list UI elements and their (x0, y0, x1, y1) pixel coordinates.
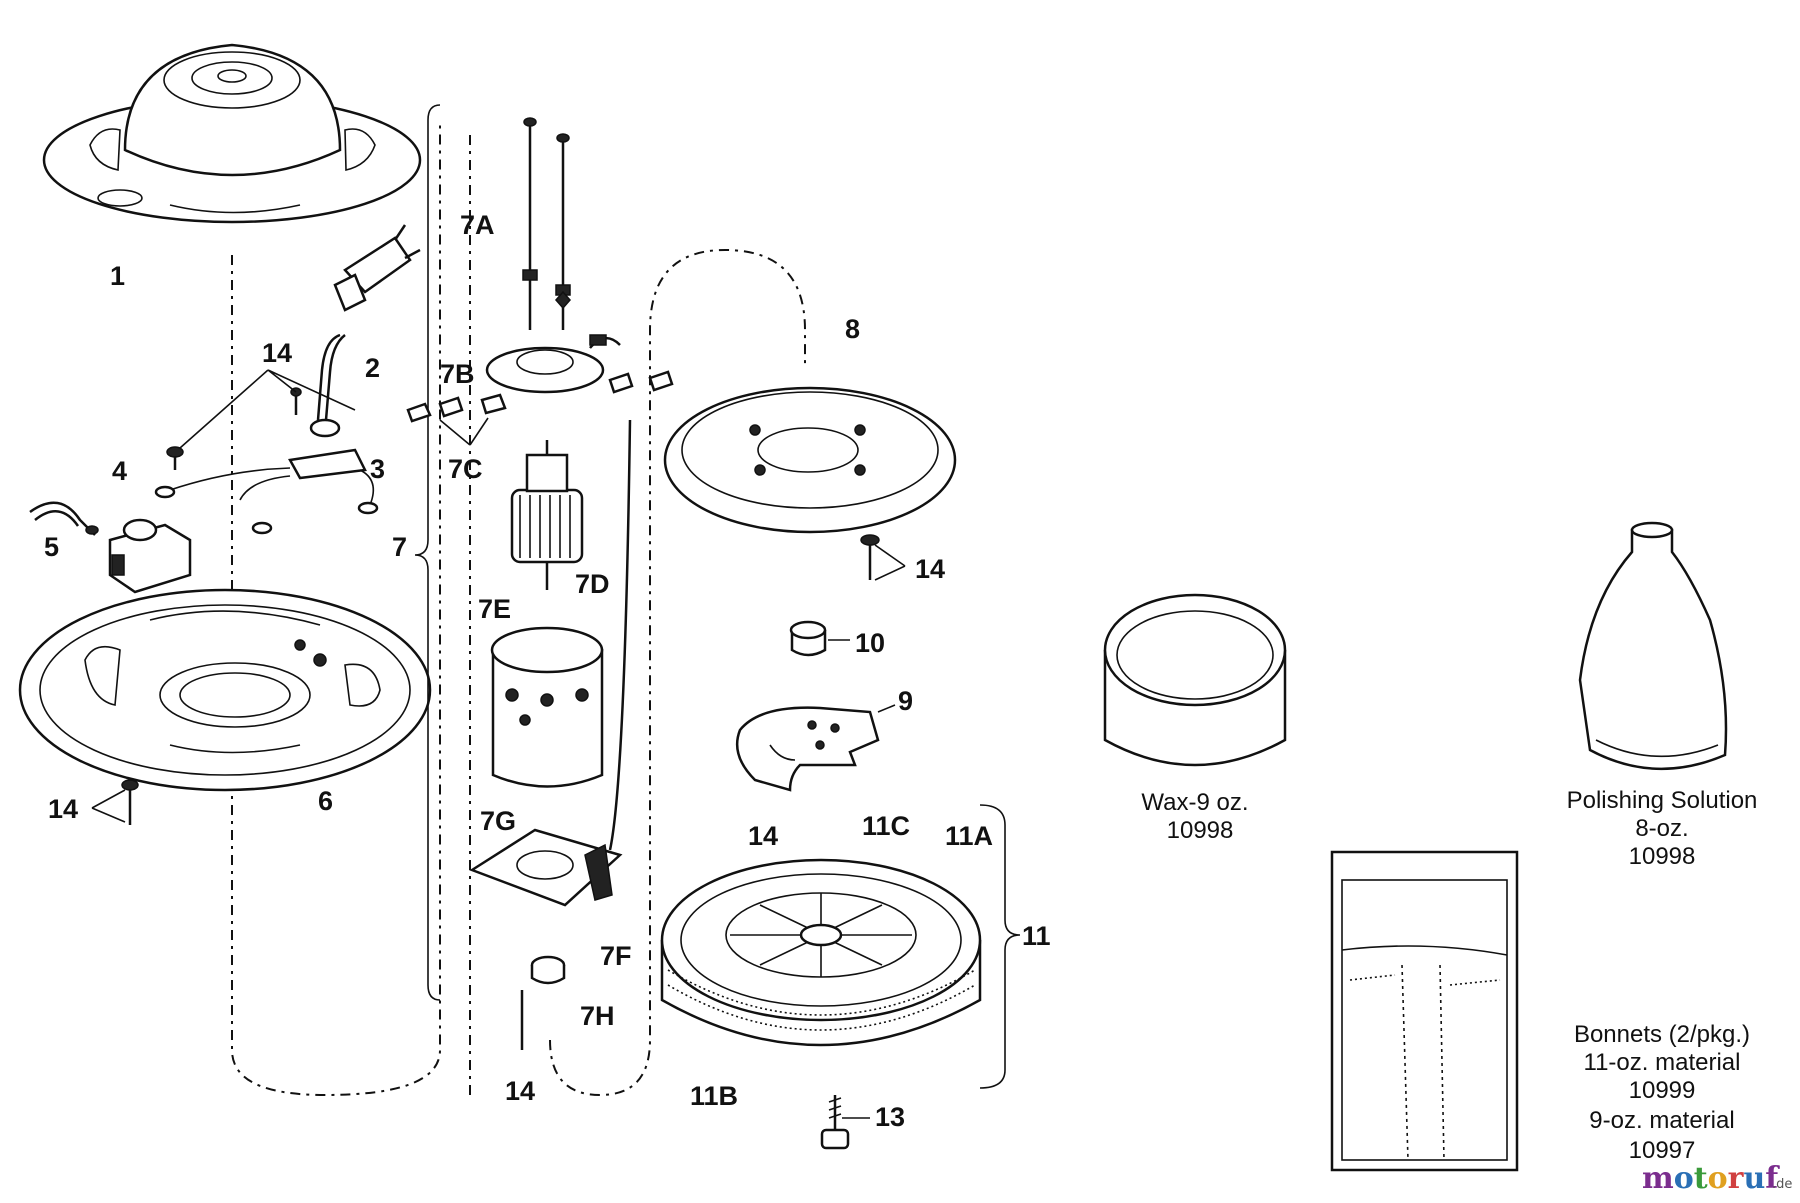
polish-caption-line2: 8-oz. (1635, 815, 1688, 842)
callout-11: 11 (1022, 921, 1051, 951)
part-4-switch (108, 518, 192, 594)
callout-1: 1 (110, 261, 125, 291)
part-2-cord-plug (309, 224, 421, 438)
leader-7c (439, 417, 489, 446)
polish-caption-line3: 10998 (1629, 843, 1696, 870)
callout-7d: 7D (575, 569, 610, 599)
bonnets-caption-line4: 9-oz. material (1589, 1107, 1734, 1134)
part-7g-bottom-bracket (469, 419, 632, 907)
part-5-wire-lead (29, 501, 99, 536)
part-7b-end-bell (485, 334, 621, 394)
screw-14-b (290, 387, 302, 415)
callout-14-bottom: 14 (505, 1076, 535, 1106)
callout-7: 7 (392, 532, 407, 562)
callout-13: 13 (875, 1102, 905, 1132)
bonnets-package-image (1330, 850, 1519, 1172)
callout-7b: 7B (440, 359, 475, 389)
callout-7g: 7G (480, 806, 516, 836)
callout-7c: 7C (448, 454, 483, 484)
callout-5: 5 (44, 532, 59, 562)
svg-text:motoruf: motoruf (1642, 1161, 1780, 1196)
bonnets-caption-line3: 10999 (1629, 1077, 1696, 1104)
watermark-letter: o (1674, 1161, 1694, 1196)
part-8-mounting-plate (663, 386, 957, 534)
screw-14-a (166, 446, 184, 470)
part-7e-field-housing (490, 626, 604, 788)
callout-10: 10 (855, 628, 885, 658)
callout-7a: 7A (460, 210, 495, 240)
part-7a-bolts (522, 117, 571, 330)
callout-7f: 7F (600, 941, 632, 971)
bonnets-caption-line5: 10997 (1629, 1137, 1696, 1164)
callout-14-right: 14 (915, 554, 945, 584)
watermark-letter: o (1708, 1161, 1728, 1196)
watermark-letter: t (1694, 1161, 1708, 1196)
callout-9: 9 (898, 686, 913, 716)
part-10-spacer (789, 620, 827, 657)
polish-bottle-image (1578, 521, 1728, 771)
watermark-letter: f (1765, 1161, 1780, 1196)
part-1-top-cover (42, 43, 422, 224)
callout-7h: 7H (580, 1001, 615, 1031)
wax-caption-line1: Wax-9 oz. (1141, 789, 1248, 816)
screw-14-e (860, 534, 880, 580)
part-3-switch-bracket (154, 448, 379, 535)
callout-2: 2 (365, 353, 380, 383)
polish-caption-line1: Polishing Solution (1567, 787, 1758, 814)
watermark-letter: m (1642, 1161, 1674, 1196)
callout-3: 3 (370, 454, 385, 484)
bracket-11 (979, 804, 1021, 1089)
part-7d-armature (510, 440, 584, 590)
watermark-suffix: .de (1772, 1177, 1792, 1192)
callout-14-pad: 14 (748, 821, 778, 851)
watermark-letter: r (1728, 1161, 1745, 1196)
part-7h-bearing (530, 955, 566, 985)
watermark-letter: u (1743, 1161, 1765, 1196)
callout-8: 8 (845, 314, 860, 344)
callout-14-top: 14 (262, 338, 292, 368)
bracket-7 (414, 104, 441, 1001)
leader-14-top (179, 369, 356, 449)
callout-6: 6 (318, 786, 333, 816)
part-13-bolt (820, 1095, 850, 1150)
part-11-pad-assembly (660, 858, 982, 1047)
motoruf-watermark: motoruf .de (1642, 1161, 1792, 1196)
leader-9 (877, 704, 896, 713)
callout-11a: 11A (945, 821, 993, 851)
screw-14-c (121, 779, 139, 825)
part-6-base-plate (18, 588, 432, 792)
wax-caption-line2: 10998 (1167, 817, 1234, 844)
bonnets-caption-line2: 11-oz. material (1584, 1049, 1741, 1076)
callout-7e: 7E (478, 594, 511, 624)
assembly-path-left (231, 120, 441, 1097)
leader-14-left (91, 789, 126, 823)
callout-14-left: 14 (48, 794, 78, 824)
callout-11c: 11C (862, 811, 910, 841)
callout-11b: 11B (690, 1081, 738, 1111)
bonnets-caption-line1: Bonnets (2/pkg.) (1574, 1021, 1750, 1048)
wax-can-image (1103, 593, 1287, 767)
callout-4: 4 (112, 456, 127, 486)
part-9-clutch-cam (735, 706, 880, 792)
leader-14-right (874, 544, 906, 581)
assembly-path-center (549, 248, 806, 1097)
part-7c-brushes (406, 370, 674, 423)
